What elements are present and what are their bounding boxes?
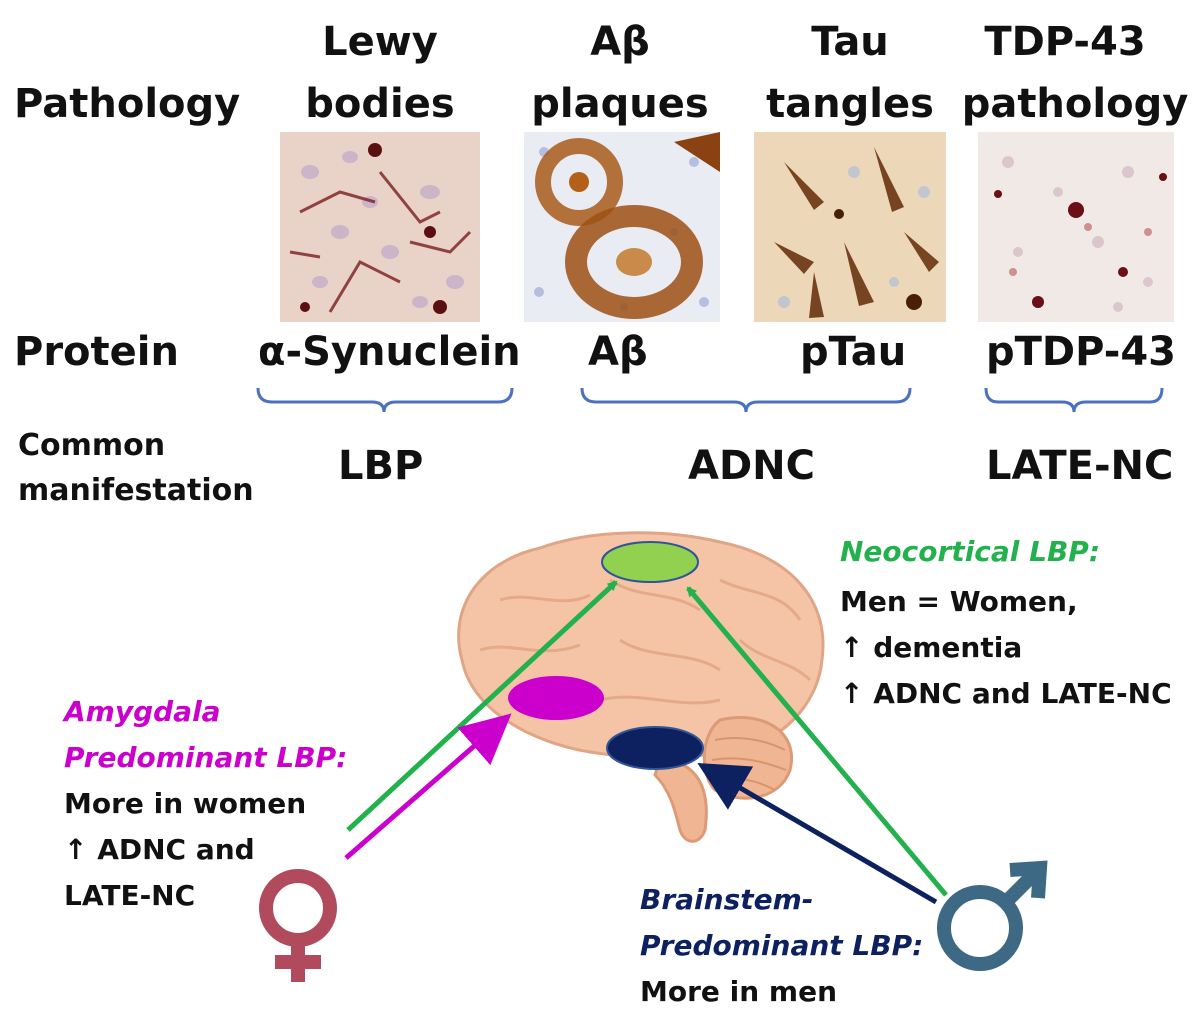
pathology-header-lewy-line1: Lewy (322, 19, 438, 65)
brainstem (653, 758, 708, 843)
amygdala-line2: ↑ ADNC and (64, 833, 255, 866)
pathology-header-tdp-line1: TDP-43 (984, 19, 1146, 65)
female-symbol-icon (259, 869, 337, 982)
brainstem-title-line2: Predominant LBP: (640, 929, 924, 962)
male-symbol-icon (937, 860, 1048, 971)
amygdala-title-line1: Amygdala (64, 695, 221, 728)
arrow-male-to-neocortex (686, 586, 948, 897)
amygdala-title-line2: Predominant LBP: (64, 741, 348, 774)
protein-alpha-synuclein: α-Synuclein (258, 329, 521, 375)
tdp43-pathology-histology-image (978, 132, 1174, 322)
tau-tangles-histology-image (754, 132, 946, 322)
pathology-header-abeta-line2: plaques (531, 81, 709, 127)
arrow-female-to-neocortex (346, 580, 618, 832)
brainstem-region (606, 726, 704, 770)
manifestation-late-nc: LATE-NC (986, 443, 1174, 489)
neocortical-line1: Men = Women, (840, 585, 1078, 618)
brainstem-title-line1: Brainstem- (640, 883, 814, 916)
pathology-header-tdp-line2: pathology (961, 81, 1189, 127)
protein-ptau: pTau (800, 329, 907, 375)
arrow-male-to-brainstem (697, 762, 938, 905)
neocortical-line2: ↑ dementia (840, 631, 1023, 664)
row-label-common-manifestation-line2: manifestation (18, 473, 254, 508)
protein-abeta: Aβ (588, 329, 648, 375)
bracket-lbp (256, 387, 514, 413)
protein-ptdp43: pTDP-43 (986, 329, 1176, 375)
pathology-header-tau-line2: tangles (766, 81, 934, 127)
row-label-protein: Protein (14, 329, 179, 375)
bracket-late-nc (984, 387, 1164, 413)
amygdala-line3: LATE-NC (64, 879, 196, 912)
manifestation-adnc: ADNC (688, 443, 815, 489)
arrow-female-to-amygdala (344, 713, 512, 860)
pathology-header-lewy-line2: bodies (305, 81, 455, 127)
brainstem-line1: More in men (640, 975, 838, 1008)
pathology-header-tau-line1: Tau (811, 19, 889, 65)
pathology-header-abeta-line1: Aβ (590, 19, 650, 65)
cerebellum (702, 715, 793, 800)
neocortex-region (601, 541, 699, 583)
bracket-adnc (580, 387, 912, 413)
neocortical-line3: ↑ ADNC and LATE-NC (840, 677, 1172, 710)
amygdala-line1: More in women (64, 787, 307, 820)
abeta-plaques-histology-image (524, 132, 720, 322)
row-label-common-manifestation-line1: Common (18, 428, 166, 463)
row-label-pathology: Pathology (14, 81, 241, 127)
neocortical-lbp-title: Neocortical LBP: (840, 535, 1101, 568)
lewy-bodies-histology-image (280, 132, 480, 322)
amygdala-region (508, 676, 604, 720)
manifestation-lbp: LBP (338, 443, 424, 489)
